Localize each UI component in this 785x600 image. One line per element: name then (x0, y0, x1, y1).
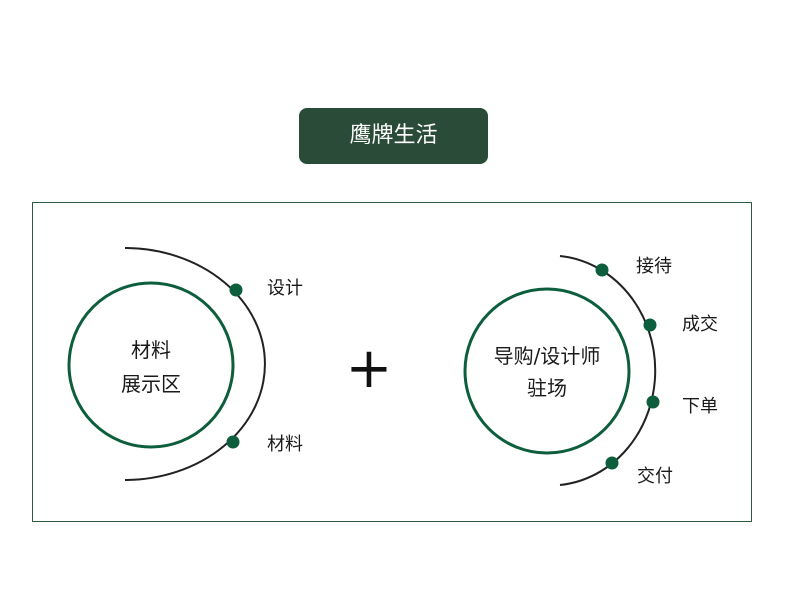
right-group: 导购/设计师 驻场 接待 成交 下单 交付 (463, 255, 718, 487)
title-text: 鹰牌生活 (349, 123, 438, 148)
left-step-dot-2 (226, 435, 240, 449)
right-step-label-1: 接待 (636, 256, 672, 277)
right-step-dot-2 (643, 318, 657, 332)
right-step-dot-3 (646, 395, 660, 409)
right-step-label-2: 成交 (682, 314, 718, 335)
left-step-dot-1 (229, 283, 243, 297)
right-center-line-2: 驻场 (527, 376, 567, 400)
left-step-label-1: 设计 (267, 278, 303, 299)
right-step-label-3: 下单 (682, 396, 718, 417)
right-center-line-1: 导购/设计师 (494, 344, 601, 368)
left-step-label-2: 材料 (267, 434, 303, 455)
plus-operator: + (346, 336, 393, 401)
right-center-circle (463, 287, 631, 455)
left-outer-arc (124, 247, 266, 481)
title-badge: 鹰牌生活 (299, 108, 488, 164)
left-group: 材料 展示区 设计 材料 (67, 247, 303, 481)
right-step-dot-1 (595, 263, 609, 277)
right-step-label-4: 交付 (637, 466, 673, 487)
left-center-circle (67, 281, 235, 449)
left-center-line-2: 展示区 (121, 372, 181, 396)
diagram-frame (32, 202, 752, 522)
left-center-line-1: 材料 (131, 338, 171, 362)
right-step-dot-4 (605, 456, 619, 470)
